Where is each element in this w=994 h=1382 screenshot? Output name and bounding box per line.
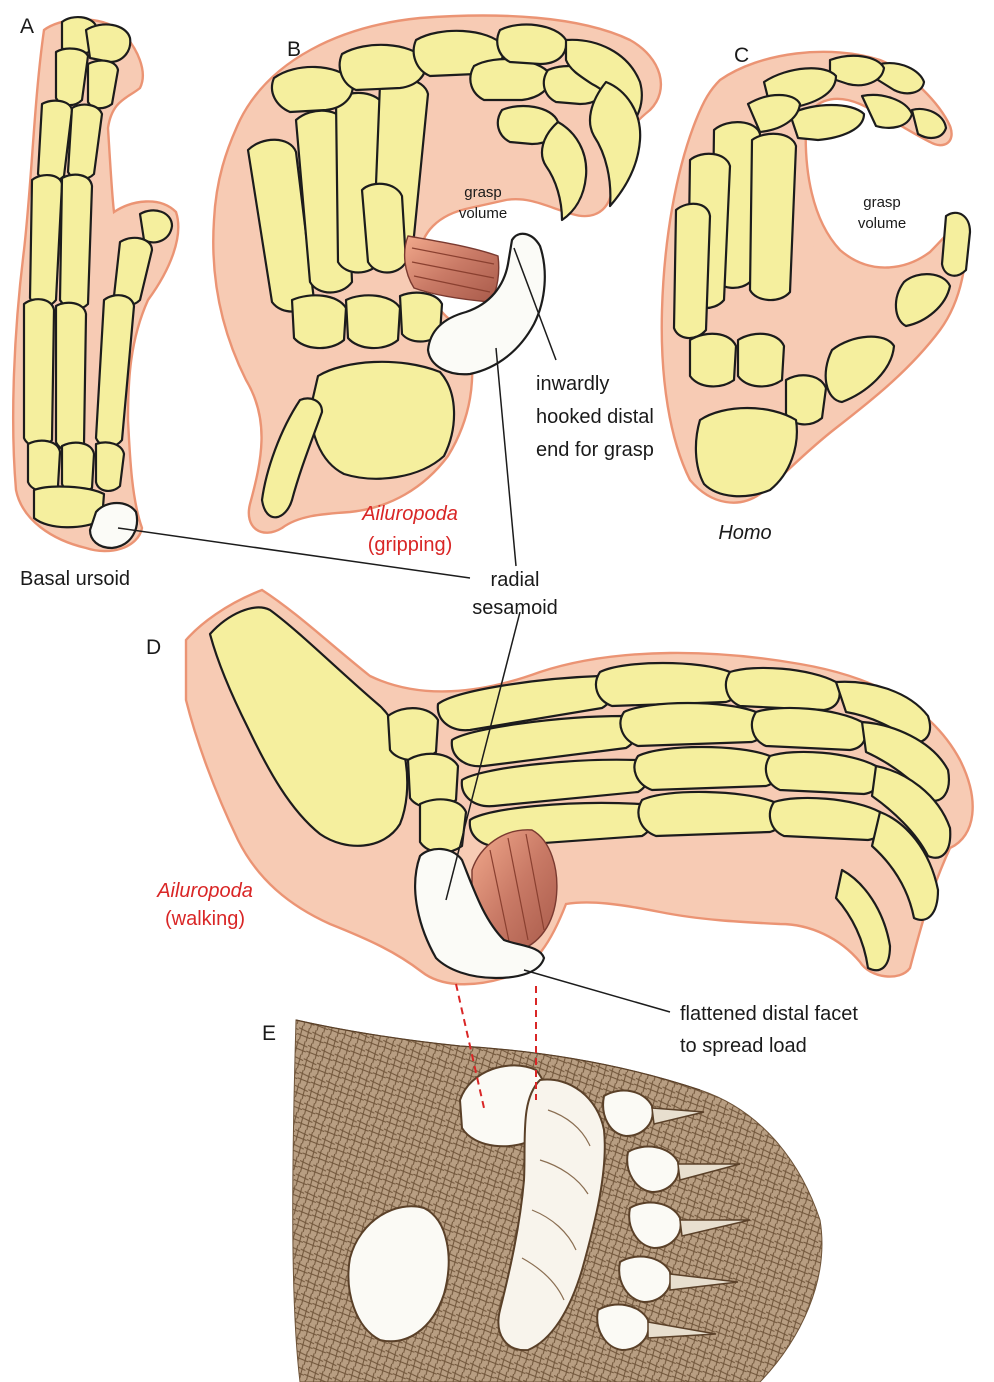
panel-d bbox=[186, 590, 973, 984]
d-proximal-2 bbox=[620, 703, 763, 746]
c-thumb-metacarpal bbox=[826, 337, 894, 402]
grasp-volume-c-line1: grasp bbox=[863, 194, 901, 211]
c-proximal-2 bbox=[790, 105, 864, 140]
d-carpal-3 bbox=[420, 799, 466, 852]
a-metacarpal-4 bbox=[56, 303, 86, 451]
genus-gripping: Ailuropoda bbox=[361, 503, 458, 525]
c-carpal-2 bbox=[738, 334, 784, 387]
d-proximal-3 bbox=[634, 747, 777, 790]
c-radius bbox=[696, 408, 797, 496]
c-metacarpal-3 bbox=[750, 134, 796, 300]
c-middle-1 bbox=[830, 56, 884, 85]
basal-ursoid-label: Basal ursoid bbox=[20, 568, 130, 590]
hook-label-line1: inwardly bbox=[536, 373, 609, 395]
facet-label-line2: to spread load bbox=[680, 1035, 807, 1057]
a-thumb-distal bbox=[140, 210, 172, 242]
hook-label-line3: end for grasp bbox=[536, 439, 654, 461]
a-metacarpal-2 bbox=[60, 175, 92, 309]
grasp-volume-c-line2: volume bbox=[858, 215, 906, 232]
sesamoid-label-line1: radial bbox=[491, 569, 540, 591]
genus-walking: Ailuropoda bbox=[156, 880, 253, 902]
grasp-volume-b-line2: volume bbox=[459, 205, 507, 222]
b-proximal-phalanx-4 bbox=[470, 59, 550, 100]
d-proximal-1 bbox=[596, 663, 738, 706]
a-carpal-2 bbox=[62, 443, 94, 493]
panel-letter-a: A bbox=[20, 15, 34, 38]
panel-c bbox=[662, 52, 970, 503]
facet-label-line1: flattened distal facet bbox=[680, 1003, 858, 1025]
d-carpal-1 bbox=[388, 708, 438, 760]
panel-letter-e: E bbox=[262, 1022, 276, 1045]
b-radius bbox=[311, 362, 454, 479]
leader-d-facet bbox=[524, 970, 670, 1012]
hook-label-line2: hooked distal bbox=[536, 406, 654, 428]
a-carpal-1 bbox=[28, 441, 60, 491]
a-middle-phalanx-2 bbox=[88, 61, 118, 109]
a-metacarpal-1 bbox=[30, 175, 62, 307]
a-metacarpal-3 bbox=[24, 299, 54, 446]
panel-e bbox=[293, 1020, 822, 1382]
c-thumb-distal bbox=[942, 213, 970, 276]
panel-a bbox=[13, 17, 178, 551]
a-middle-phalanx-1 bbox=[56, 49, 88, 106]
panel-letter-c: C bbox=[734, 44, 749, 67]
sesamoid-label-line2: sesamoid bbox=[472, 597, 558, 619]
c-metacarpal-4 bbox=[674, 204, 710, 338]
genus-walking-note: (walking) bbox=[165, 908, 245, 930]
genus-gripping-note: (gripping) bbox=[368, 534, 452, 556]
a-distal-phalanx-2 bbox=[86, 24, 130, 62]
b-middle-phalanx-1 bbox=[497, 25, 566, 64]
b-carpal-row-2 bbox=[346, 295, 400, 348]
b-thumb-metacarpal bbox=[362, 184, 406, 273]
panel-letter-b: B bbox=[287, 38, 301, 61]
a-carpal-3 bbox=[96, 442, 124, 490]
grasp-volume-b-line1: grasp bbox=[464, 184, 502, 201]
leader-b-sesamoid bbox=[496, 348, 516, 566]
homo-label: Homo bbox=[718, 522, 771, 544]
d-proximal-4 bbox=[638, 792, 781, 836]
b-carpal-row-1 bbox=[292, 295, 346, 348]
panel-letter-d: D bbox=[146, 636, 161, 659]
c-carpal-1 bbox=[690, 334, 736, 387]
